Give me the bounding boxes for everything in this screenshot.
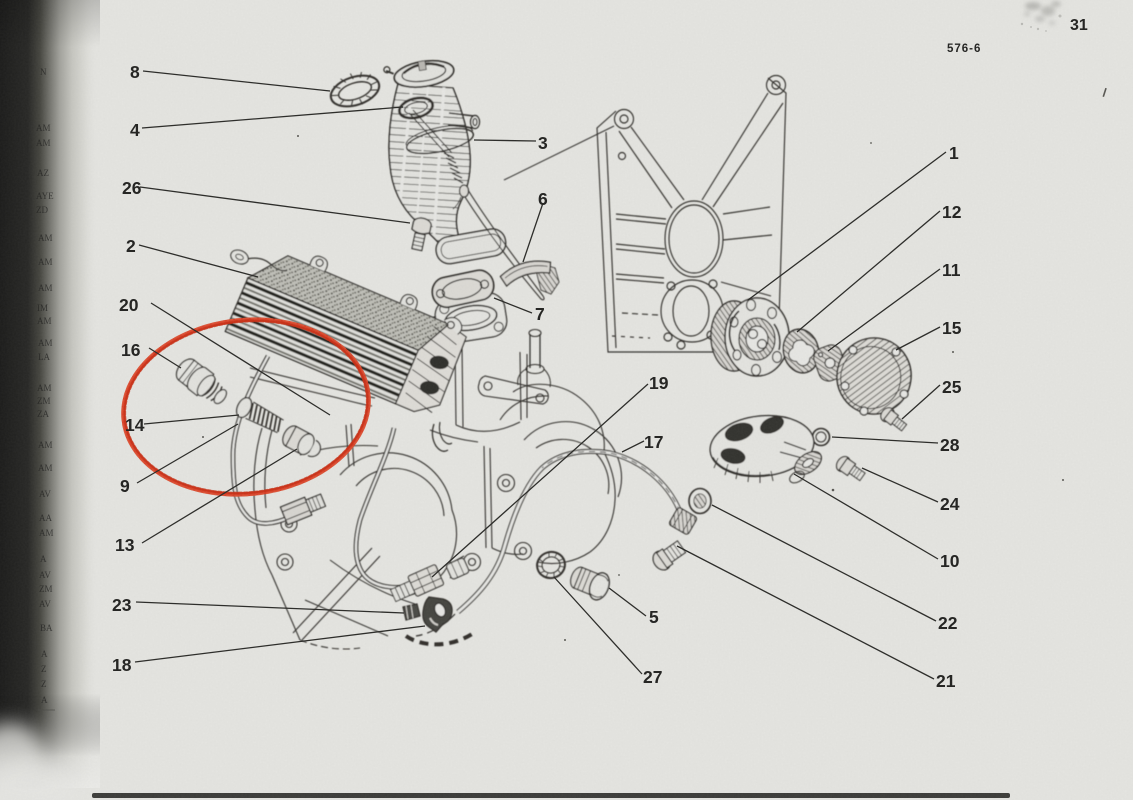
- svg-text:20: 20: [119, 295, 139, 315]
- svg-text:25: 25: [942, 377, 962, 397]
- svg-text:2: 2: [126, 236, 136, 256]
- svg-text:15: 15: [942, 318, 962, 338]
- svg-text:11: 11: [942, 260, 961, 280]
- svg-text:576-6: 576-6: [947, 43, 981, 55]
- svg-text:9: 9: [120, 476, 130, 496]
- svg-text:10: 10: [940, 551, 960, 571]
- svg-text:17: 17: [644, 432, 663, 452]
- svg-text:6: 6: [538, 189, 548, 209]
- svg-text:7: 7: [535, 304, 545, 324]
- svg-text:8: 8: [130, 62, 140, 82]
- svg-text:14: 14: [125, 415, 145, 435]
- svg-text:21: 21: [936, 671, 956, 691]
- svg-text:1: 1: [949, 143, 959, 163]
- svg-text:5: 5: [649, 607, 659, 627]
- svg-text:13: 13: [115, 535, 135, 555]
- svg-text:19: 19: [649, 373, 669, 393]
- svg-text:28: 28: [940, 435, 960, 455]
- svg-text:12: 12: [942, 202, 962, 222]
- svg-text:27: 27: [643, 667, 662, 687]
- svg-text:18: 18: [112, 655, 132, 675]
- svg-text:23: 23: [112, 595, 132, 615]
- svg-text:16: 16: [121, 340, 141, 360]
- svg-text:24: 24: [940, 494, 960, 514]
- svg-text:4: 4: [130, 120, 140, 140]
- svg-text:3: 3: [538, 133, 548, 153]
- svg-text:22: 22: [938, 613, 958, 633]
- svg-text:26: 26: [122, 178, 142, 198]
- svg-text:31: 31: [1070, 17, 1088, 34]
